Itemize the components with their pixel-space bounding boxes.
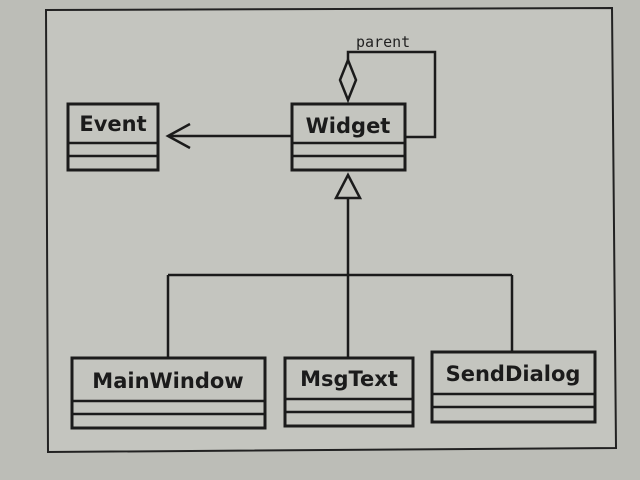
class-name: Widget xyxy=(306,114,391,138)
class-event: Event xyxy=(66,102,160,172)
class-msgtext: MsgText xyxy=(283,356,415,428)
class-name: MsgText xyxy=(300,367,398,391)
class-senddialog: SendDialog xyxy=(430,350,597,424)
generalization-tree xyxy=(166,172,514,358)
diagram-frame xyxy=(44,6,618,454)
class-name: SendDialog xyxy=(446,362,581,386)
class-mainwindow: MainWindow xyxy=(70,356,267,430)
class-name: Event xyxy=(79,112,146,136)
class-name: MainWindow xyxy=(92,369,243,393)
parent-label: parent xyxy=(356,33,410,51)
association-arrow xyxy=(165,122,292,150)
parent-aggregation xyxy=(338,50,437,139)
